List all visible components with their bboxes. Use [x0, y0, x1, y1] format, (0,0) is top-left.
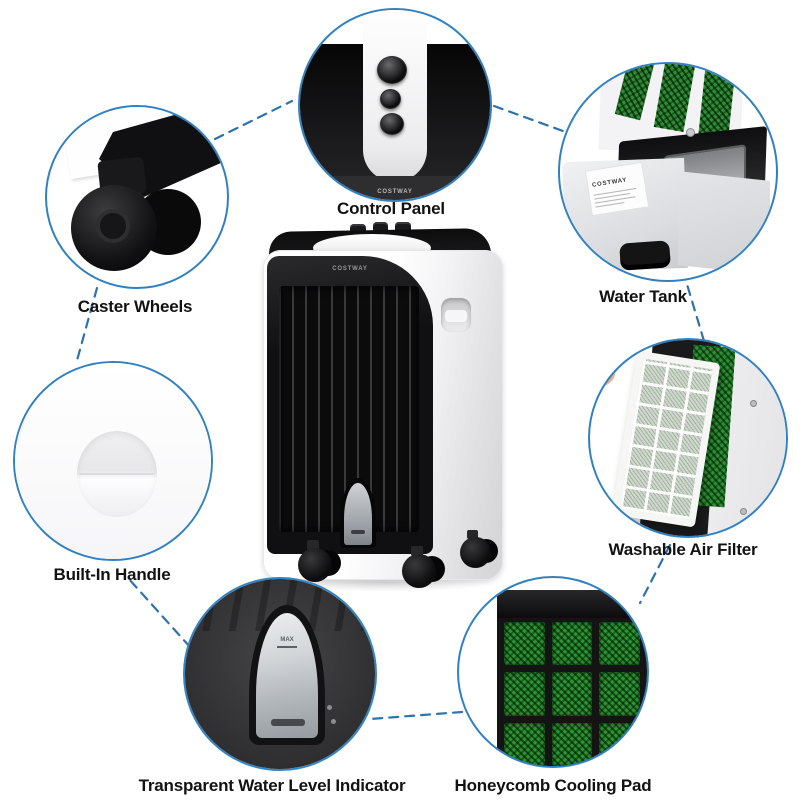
unit-front-rim: COSTWAY: [300, 176, 490, 200]
connector-controls-to-tank: [492, 104, 565, 133]
callout-label-honeycomb-pad: Honeycomb Cooling Pad: [454, 776, 652, 795]
caster-wheel: [460, 537, 491, 568]
caster-wheel-hub: [96, 209, 130, 243]
water-level-window: [344, 483, 372, 545]
side-handle-grip: [445, 310, 467, 322]
callout-circle-washable-air-filter: [588, 338, 788, 538]
max-fill-line: [277, 646, 297, 648]
screw: [686, 128, 695, 137]
tank-side-face: [678, 171, 770, 275]
callout-circle-caster-wheels: [45, 105, 229, 289]
honeycomb-cell: [504, 722, 545, 766]
honeycomb-cell: [551, 622, 593, 666]
callout-circle-control-panel: COSTWAY: [298, 8, 492, 202]
pad-frame-top-bar: [497, 590, 647, 618]
connector-tank-to-filter: [681, 269, 706, 343]
tank-spec-label: COSTWAY: [584, 161, 650, 217]
air-cooler-product-photo: COSTWAY: [255, 222, 510, 622]
brand-logo: COSTWAY: [591, 177, 628, 189]
control-knob-large: [377, 56, 407, 84]
callout-label-water-level-indicator: Transparent Water Level Indicator: [138, 776, 406, 795]
callout-label-washable-air-filter: Washable Air Filter: [608, 540, 758, 559]
screw: [327, 705, 332, 710]
screw: [740, 508, 747, 515]
control-knob-small: [380, 113, 404, 135]
tank-handle-grip: [619, 240, 671, 271]
screw: [331, 719, 336, 724]
callout-circle-built-in-handle: [13, 361, 213, 561]
caster-wheel: [298, 548, 332, 582]
caster-wheel: [402, 554, 436, 588]
control-knob-medium: [380, 89, 401, 109]
honeycomb-cell: [599, 622, 640, 666]
brand-logo: COSTWAY: [377, 189, 413, 195]
callout-circle-water-level-indicator: MAX: [183, 577, 377, 771]
connector-indicator-to-handle: [126, 576, 192, 649]
brand-logo: COSTWAY: [332, 266, 368, 272]
float-slot: [271, 719, 305, 726]
honeycomb-pad-grid: [504, 622, 640, 766]
callout-label-caster-wheels: Caster Wheels: [77, 297, 193, 316]
wheel-stem: [307, 540, 319, 550]
callout-circle-water-tank: COSTWAY: [558, 62, 778, 282]
honeycomb-cell: [599, 672, 640, 716]
callout-circle-honeycomb-pad: [457, 576, 649, 768]
screw: [750, 400, 757, 407]
connector-caster-to-controls: [213, 99, 294, 141]
callout-label-water-tank: Water Tank: [599, 287, 687, 306]
indicator-window: MAX: [256, 613, 318, 738]
callout-label-control-panel: Control Panel: [337, 199, 445, 218]
water-level-float-slot: [351, 530, 365, 534]
connector-handle-to-caster: [74, 286, 99, 366]
honeycomb-cell: [504, 622, 545, 666]
wheel-stem: [411, 546, 423, 556]
honeycomb-cell: [599, 722, 640, 766]
honeycomb-cell: [551, 722, 593, 766]
max-fill-marking: MAX: [280, 637, 294, 643]
honeycomb-cell: [504, 672, 545, 716]
handle-lip: [79, 473, 155, 475]
connector-pad-to-indicator: [368, 710, 464, 721]
honeycomb-cell: [551, 672, 593, 716]
callout-label-built-in-handle: Built-In Handle: [53, 565, 171, 584]
wheel-stem: [467, 530, 478, 539]
